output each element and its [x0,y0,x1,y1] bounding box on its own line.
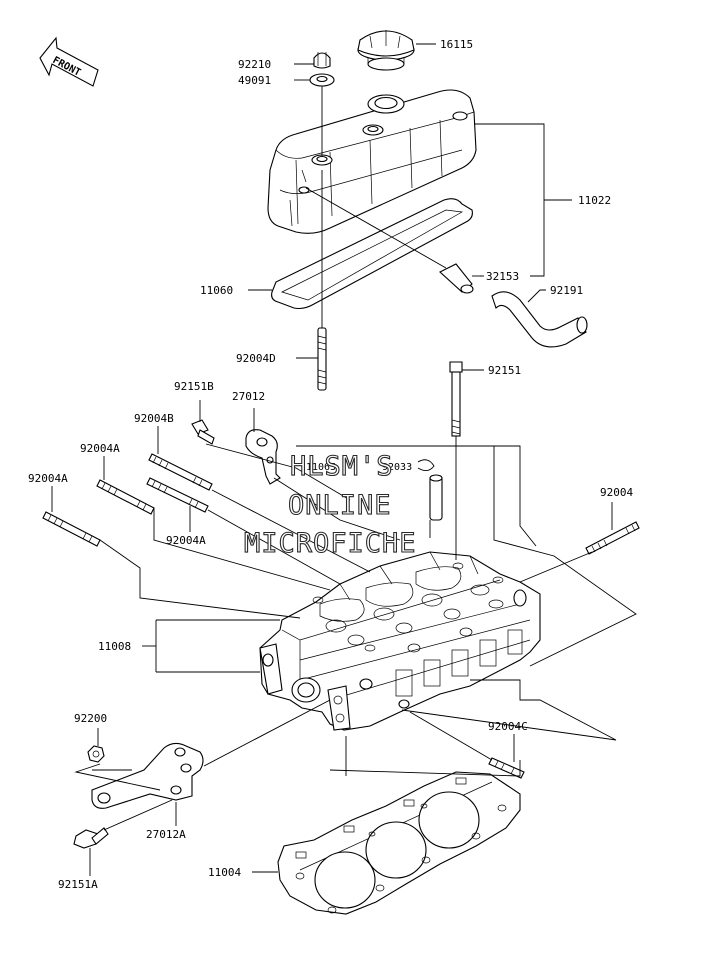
part-label-92004A-3: 92004A [166,534,206,547]
breather-hose [491,291,588,348]
watermark-line-3: MICROFICHE [244,528,417,559]
watermark: HLSM'S ONLINE MICROFICHE [243,450,417,559]
oil-filler-cap [357,30,415,71]
front-arrow-icon: FRONT [39,36,99,87]
lifting-bracket [245,429,281,485]
stud-bolt-d [317,327,327,391]
stud-bolt-b [148,453,213,491]
head-gasket [277,771,521,915]
part-label-11004: 11004 [208,866,241,879]
part-label-27012: 27012 [232,390,265,403]
watermark-line-1: HLSM'S [290,451,394,482]
part-label-11065: 11065 [306,462,336,473]
part-label-92210: 92210 [238,58,271,71]
part-label-92004B: 92004B [134,412,174,425]
part-label-49091: 49091 [238,74,271,87]
breather-pipe [439,263,474,294]
part-label-11008: 11008 [98,640,131,653]
part-label-92004: 92004 [600,486,633,499]
stud-bolt-a-2 [96,479,155,515]
guide-sleeve [429,474,443,521]
part-label-92151B: 92151B [174,380,214,393]
acorn-nut [313,52,331,69]
watermark-line-2: ONLINE [288,490,392,521]
part-label-92151A: 92151A [58,878,98,891]
part-label-27012A: 27012A [146,828,186,841]
part-label-92191: 92191 [550,284,583,297]
stud-bolt-a-3 [42,511,101,547]
hex-nut [87,745,105,763]
part-label-92200: 92200 [74,712,107,725]
stud-bolt-c [488,757,525,779]
cylinder-head [259,551,541,731]
engine-bracket [91,742,204,809]
cylinder-head-cover [267,89,477,234]
part-label-92033: 92033 [382,462,412,473]
part-label-16115: 16115 [440,38,473,51]
part-label-92151: 92151 [488,364,521,377]
rubber-washer [309,73,335,87]
long-bolt [449,361,463,437]
part-label-32153: 32153 [486,270,519,283]
part-label-11022: 11022 [578,194,611,207]
leader-lines [51,43,637,876]
part-label-11060: 11060 [200,284,233,297]
stud-bolt-a-1 [146,477,209,513]
part-label-92004A-1: 92004A [80,442,120,455]
short-bolt-b [191,419,215,445]
part-label-92004C: 92004C [488,720,528,733]
part-label-92004D: 92004D [236,352,276,365]
stud-bolt [585,521,640,555]
short-bolt-a [73,827,109,849]
part-label-92004A-2: 92004A [28,472,68,485]
